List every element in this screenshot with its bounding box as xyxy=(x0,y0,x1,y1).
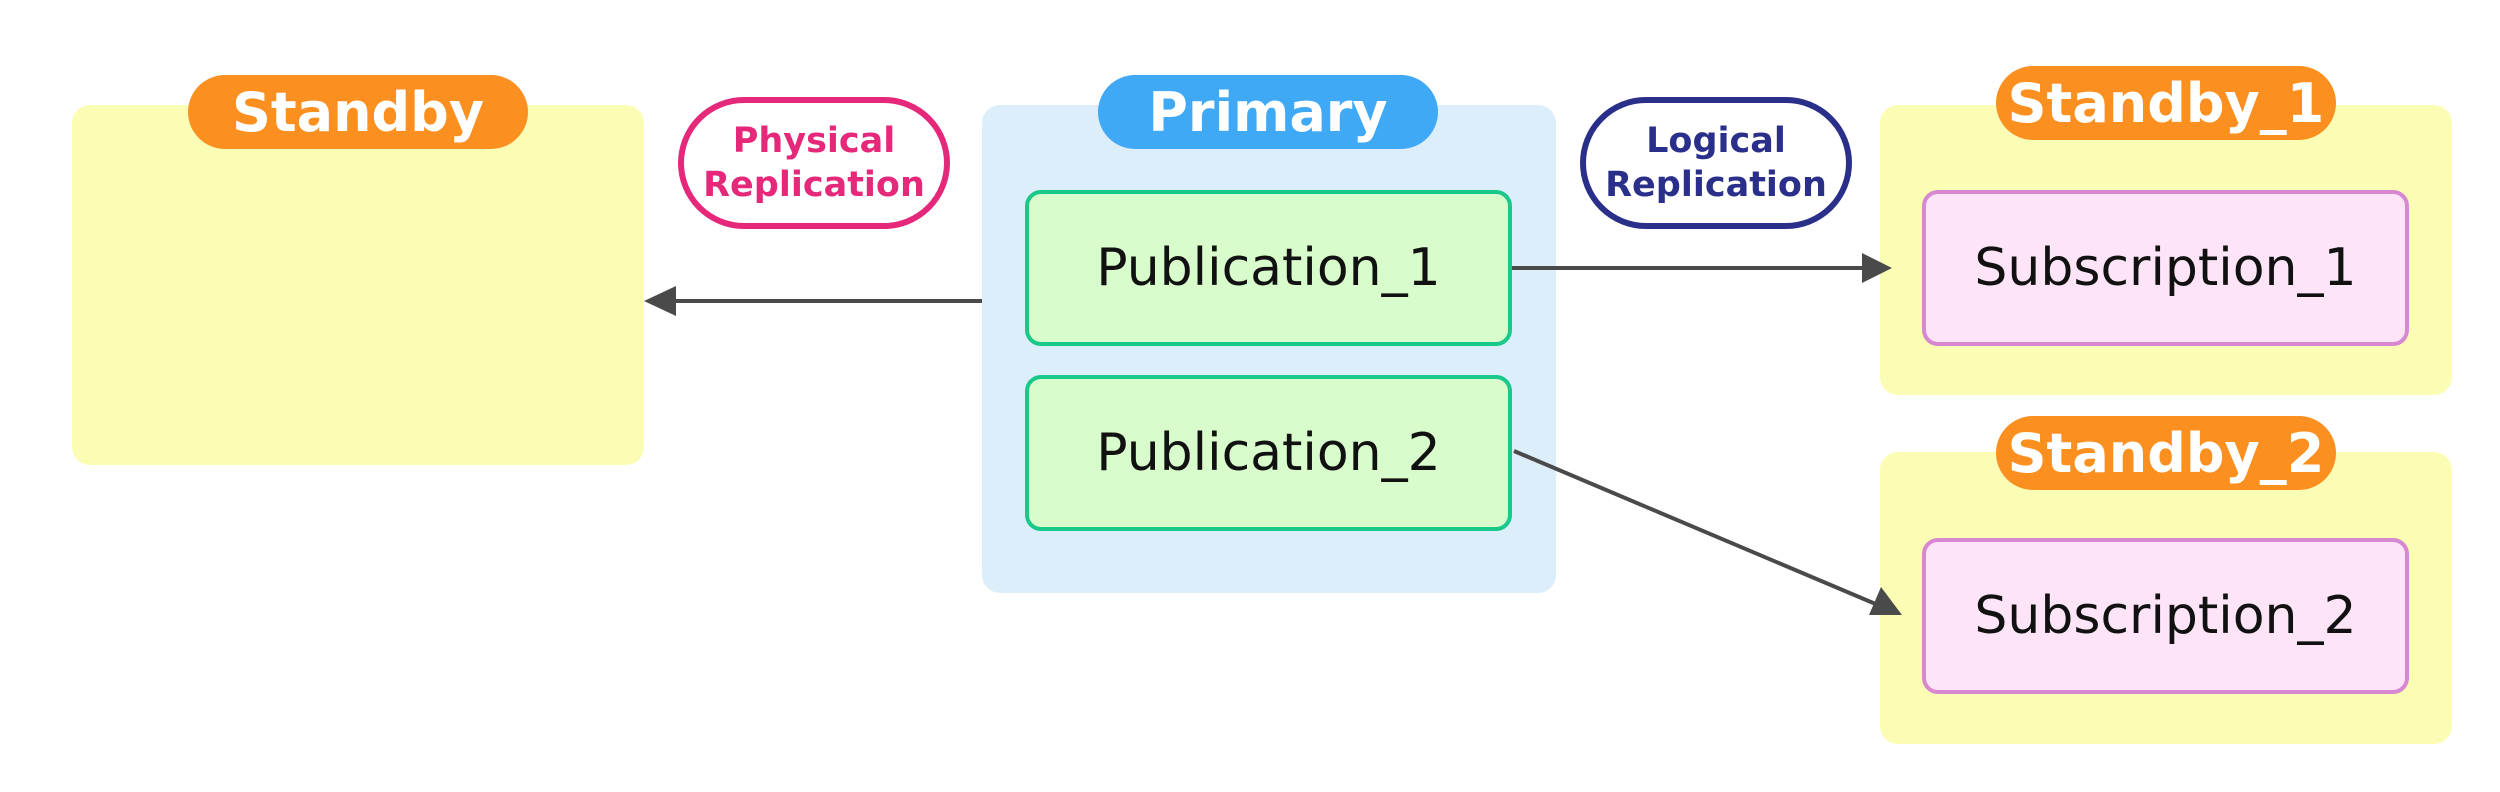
publication-1-node: Publication_1 xyxy=(1025,190,1512,346)
physical-replication-label: Physical Replication xyxy=(678,97,950,229)
subscription-2-node: Subscription_2 xyxy=(1922,538,2409,694)
publication-1-to-subscription-1-arrow xyxy=(1512,253,1892,283)
publication-2-node: Publication_2 xyxy=(1025,375,1512,531)
physical-label-line-2: Replication xyxy=(703,165,925,205)
physical-label-line-1: Physical xyxy=(732,121,896,161)
standby-1-title: Standby_1 xyxy=(1996,66,2336,140)
logical-replication-label: Logical Replication xyxy=(1580,97,1852,229)
logical-label-line-2: Replication xyxy=(1605,165,1827,205)
subscription-1-node: Subscription_1 xyxy=(1922,190,2409,346)
standby-2-title: Standby_2 xyxy=(1996,416,2336,490)
publication-2-to-subscription-2-arrow xyxy=(1513,449,1902,615)
logical-label-line-1: Logical xyxy=(1646,121,1786,161)
physical-replication-arrow xyxy=(644,286,982,316)
primary-title: Primary xyxy=(1098,75,1438,149)
standby-title: Standby xyxy=(188,75,528,149)
standby-container xyxy=(72,105,644,465)
